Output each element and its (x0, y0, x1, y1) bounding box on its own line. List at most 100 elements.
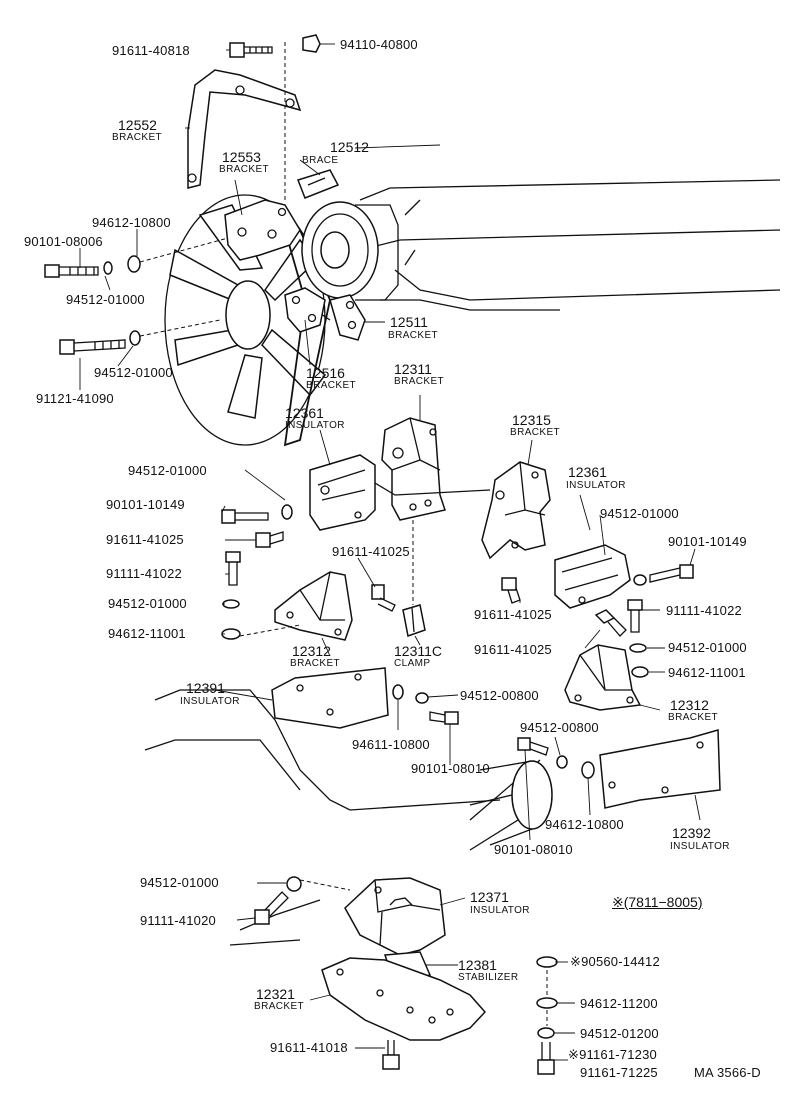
insulator-12391 (271, 667, 389, 729)
label-part-12311: 12311 (394, 361, 432, 377)
label-name-insulator-12361-a: INSULATOR (285, 420, 345, 431)
washer-94612-11200 (536, 997, 558, 1009)
washer-94512-01000-e (633, 574, 647, 586)
washer-94512-00800-b (556, 755, 568, 769)
label-part-91111-41020: 91111-41020 (140, 913, 216, 928)
bracket-12312-right (564, 644, 642, 711)
label-part-91611-41025-b: 91611-41025 (332, 544, 410, 559)
label-part-12516: 12516 (306, 365, 345, 381)
bolt-90101-10149-a (221, 509, 269, 524)
bolt-91611-41025-a (255, 531, 284, 548)
bolt-90101-08010-a (429, 711, 459, 725)
washer-94512-01000-a (103, 261, 113, 275)
label-name-bracket-12516: BRACKET (306, 380, 357, 391)
bolt-91611-40818 (229, 42, 273, 58)
insulator-12392 (599, 729, 721, 809)
label-part-94611-10800: 94611-10800 (352, 737, 430, 752)
drawing-id: MA 3566-D (694, 1065, 761, 1080)
washer-94612-11001-b (631, 666, 649, 678)
label-part-12321: 12321 (256, 986, 295, 1002)
bolt-91111-41022-a (225, 551, 241, 586)
label-part-12312-a: 12312 (292, 643, 331, 659)
label-part-94512-01200: 94512-01200 (580, 1026, 659, 1041)
washer-94611-10800 (392, 684, 404, 700)
cap-nut-94110-40800 (302, 34, 321, 53)
washer-90560-14412 (536, 956, 558, 968)
label-part-12381: 12381 (458, 957, 497, 973)
bolt-91611-41025-d (594, 609, 627, 637)
label-part-94512-01000-e: 94512-01000 (108, 596, 187, 611)
label-name-insulator-12361-b: INSULATOR (566, 480, 626, 491)
label-part-94512-01000-d: 94512-01000 (600, 506, 679, 521)
bracket-12312-left (274, 571, 353, 641)
washer-94512-01000-f (629, 643, 647, 653)
label-part-90101-08010-a: 90101-08010 (411, 761, 490, 776)
label-part-94110-40800: 94110-40800 (340, 37, 418, 52)
insulator-12371 (344, 877, 446, 956)
washer-94512-01000-d (222, 599, 240, 609)
label-part-91611-41025-c: 91611-41025 (474, 607, 552, 622)
label-part-91611-40818: 91611-40818 (112, 43, 190, 58)
label-part-94512-00800-a: 94512-00800 (460, 688, 539, 703)
bolt-91161-71225 (537, 1042, 555, 1075)
label-part-94512-01000-g: 94512-01000 (140, 875, 219, 890)
label-part-12512: 12512 (330, 139, 369, 155)
label-part-12312-b: 12312 (670, 697, 709, 713)
washer-94512-01000-c (281, 504, 293, 520)
transmission-tailshaft (469, 760, 553, 846)
bracket-12511 (329, 294, 366, 341)
label-name-stabilizer-12381: STABILIZER (458, 972, 519, 983)
label-part-94512-01000-c: 94512-01000 (128, 463, 207, 478)
bracket-12516 (284, 287, 326, 333)
label-part-94612-11001-a: 94612-11001 (108, 626, 186, 641)
label-name-insulator-12392: INSULATOR (670, 841, 730, 852)
label-part-90560-14412: ※90560-14412 (570, 954, 660, 969)
label-part-91161-71230: ※91161-71230 (568, 1047, 657, 1062)
label-part-90101-08006: 90101-08006 (24, 234, 103, 249)
label-name-bracket-12321: BRACKET (254, 1001, 305, 1012)
bolt-91111-41022-b (627, 599, 643, 633)
washer-94512-01200 (537, 1027, 555, 1039)
label-part-12552: 12552 (118, 117, 157, 133)
label-part-12315: 12315 (512, 412, 551, 428)
label-part-94612-10800-b: 94612-10800 (545, 817, 624, 832)
washer-94512-01000-g (286, 876, 302, 892)
bolt-90101-08010-b (517, 737, 549, 756)
label-part-90101-10149-a: 90101-10149 (106, 497, 185, 512)
label-part-12511: 12511 (390, 314, 428, 330)
label-part-12392: 12392 (672, 825, 711, 841)
label-part-12361-b: 12361 (568, 464, 607, 480)
frame-rail-outline (144, 689, 551, 946)
leader-lines (79, 43, 701, 1061)
washer-94512-01000-b (129, 330, 141, 346)
engine-block-outline (359, 179, 781, 311)
label-part-12391: 12391 (186, 680, 225, 696)
bolt-90101-08006 (44, 264, 99, 278)
label-part-94512-01000-b: 94512-01000 (94, 365, 173, 380)
label-part-12553: 12553 (222, 149, 261, 165)
label-part-90101-08010-b: 90101-08010 (494, 842, 573, 857)
bracket-12552 (187, 69, 302, 189)
bracket-12321 (321, 957, 487, 1041)
label-name-insulator-12391: INSULATOR (180, 696, 240, 707)
label-name-bracket-12312-b: BRACKET (668, 712, 719, 723)
bolt-91611-41025-b (371, 584, 396, 612)
label-part-94512-01000-a: 94512-01000 (66, 292, 145, 307)
label-part-94612-10800-a: 94612-10800 (92, 215, 171, 230)
label-part-94612-11001-b: 94612-11001 (668, 665, 746, 680)
bracket-12315 (481, 461, 551, 560)
bolt-91611-41018 (382, 1040, 400, 1070)
label-part-91121-41090: 91121-41090 (36, 391, 114, 406)
label-part-90101-10149-b: 90101-10149 (668, 534, 747, 549)
insulator-12361-right (554, 544, 631, 609)
label-part-91111-41022-a: 91111-41022 (106, 566, 182, 581)
washer-94612-10800-b (581, 761, 595, 779)
clamp-12311c (402, 604, 426, 637)
bolt-91111-41020 (254, 891, 289, 925)
label-part-91611-41025-a: 91611-41025 (106, 532, 184, 547)
label-part-91111-41022-b: 91111-41022 (666, 603, 742, 618)
label-name-insulator-12371: INSULATOR (470, 905, 530, 916)
washer-94512-00800-a (415, 692, 429, 704)
